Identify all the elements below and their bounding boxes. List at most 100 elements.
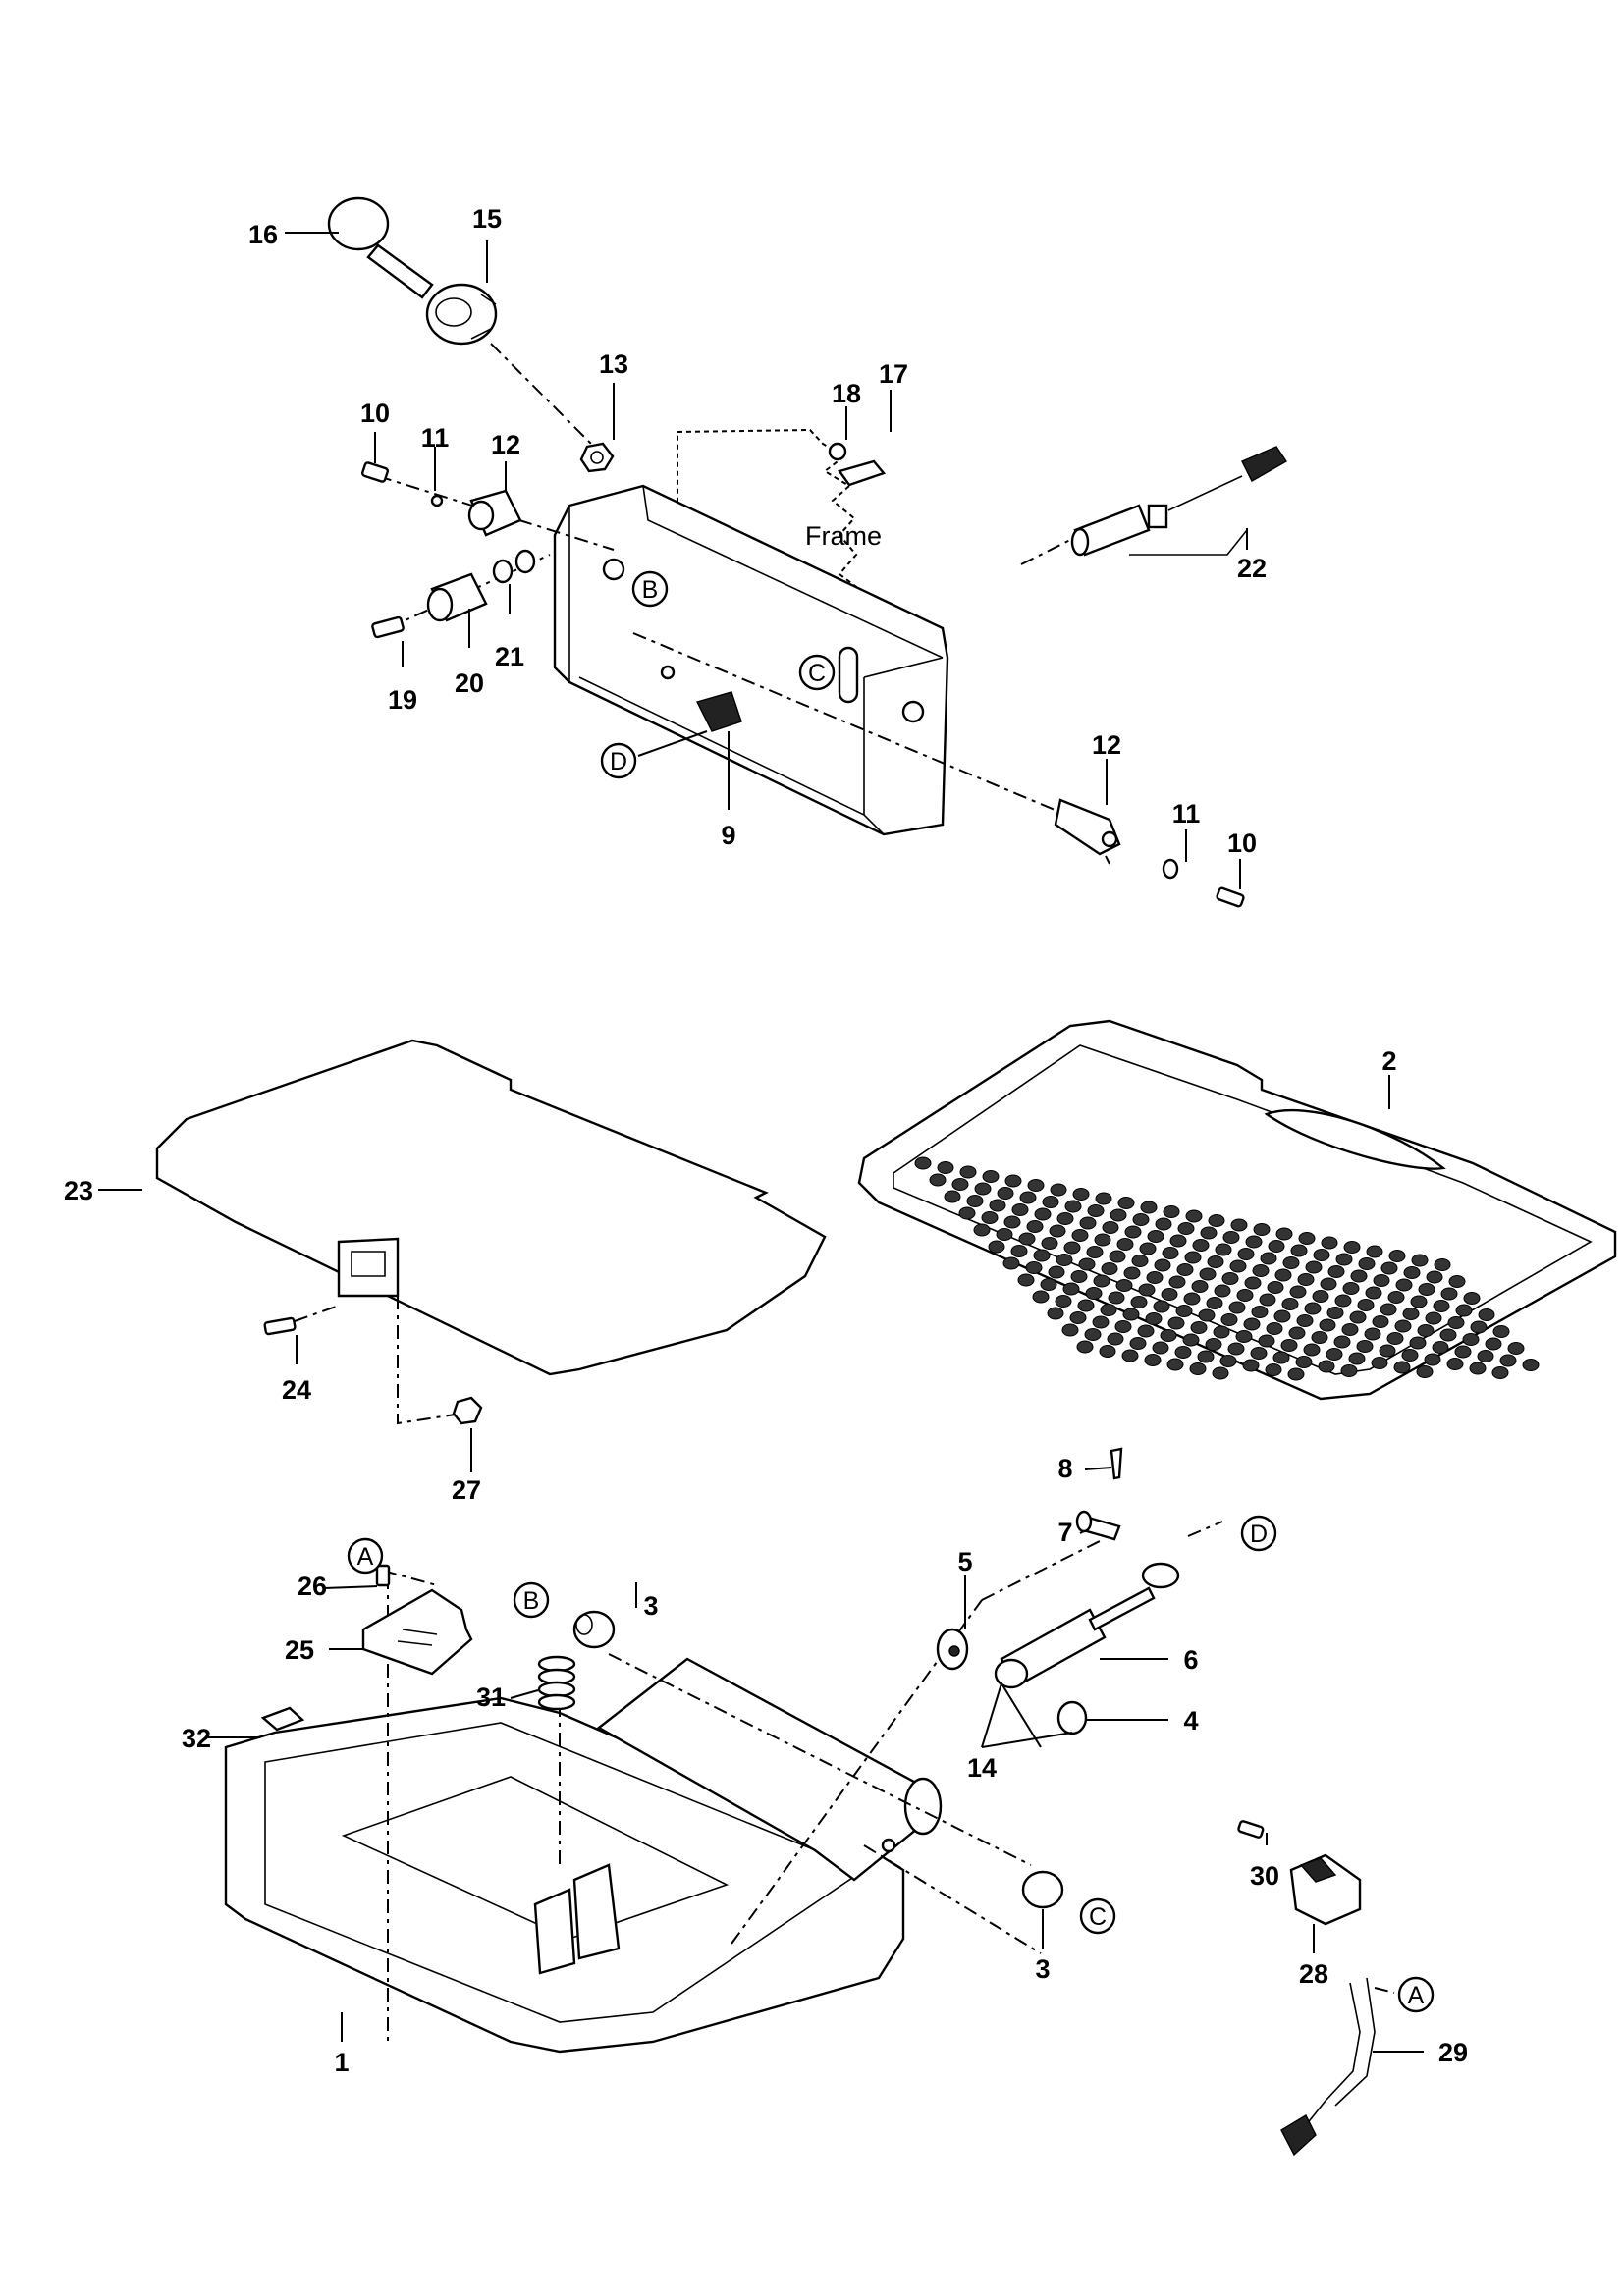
mat-bump (1357, 1299, 1375, 1311)
mat-bump (1034, 1207, 1052, 1221)
cap-4 (1056, 1700, 1088, 1735)
mat-bump (1266, 1322, 1283, 1335)
mat-bump (1047, 1307, 1064, 1320)
label-9: 9 (721, 821, 735, 850)
mat-bump (1027, 1179, 1045, 1192)
mat-bump (1244, 1276, 1262, 1290)
cover-plate-23 (155, 1039, 827, 1376)
svg-text:D: D (1250, 1521, 1268, 1548)
mat-bump (1212, 1366, 1229, 1380)
mat-bump (996, 1228, 1013, 1241)
bushing-3-bottom (1021, 1870, 1064, 1909)
mat-bump (1049, 1224, 1066, 1238)
label-2: 2 (1381, 1046, 1396, 1076)
mat-bump (1078, 1257, 1096, 1271)
label-3-bottom: 3 (1035, 1954, 1050, 1984)
mat-bump (1206, 1297, 1223, 1309)
mat-bump (1025, 1261, 1043, 1274)
mat-bump (1002, 1256, 1020, 1270)
mat-bump (1222, 1231, 1240, 1244)
bracket-body (553, 484, 949, 836)
washer-18 (828, 442, 847, 461)
mat-bump (1198, 1308, 1216, 1322)
mat-bump (1077, 1299, 1095, 1312)
frame-outline (677, 428, 868, 733)
mat-bump (1260, 1252, 1277, 1265)
mat-bump (1041, 1237, 1058, 1250)
mat-bump (1050, 1183, 1067, 1197)
mat-bump (1121, 1349, 1139, 1362)
mat-bump (1219, 1355, 1237, 1367)
mat-bump (1026, 1220, 1044, 1233)
label-10-left: 10 (360, 399, 390, 428)
mat-bump (1213, 1325, 1230, 1339)
mat-bump (1004, 1174, 1022, 1188)
mat-bump (1380, 1261, 1398, 1275)
mat-bump (1402, 1308, 1420, 1320)
mat-bump (1109, 1250, 1126, 1263)
mat-bump (944, 1190, 961, 1203)
mat-bump (1095, 1192, 1112, 1205)
mat-bump (1281, 1298, 1299, 1310)
bolt-17 (838, 459, 887, 487)
label-14: 14 (967, 1753, 997, 1783)
svg-text:A: A (1408, 1982, 1425, 2009)
mat-bump (1160, 1329, 1177, 1342)
label-18: 18 (832, 379, 861, 408)
mat-bump (1379, 1344, 1396, 1358)
mat-bump (1333, 1335, 1351, 1349)
label-23: 23 (64, 1176, 93, 1205)
mat-bump (1296, 1314, 1314, 1327)
harness-29 (1297, 1982, 1361, 2136)
washer-11-right (1162, 858, 1179, 880)
mat-bump (929, 1173, 947, 1187)
label-27: 27 (452, 1475, 481, 1505)
mat-bump (1326, 1348, 1343, 1361)
mat-bump (1507, 1342, 1525, 1355)
mat-bump (1268, 1240, 1285, 1253)
mat-bump (1251, 1306, 1269, 1318)
mat-bump (1056, 1212, 1074, 1225)
mat-bump (1144, 1354, 1162, 1366)
mat-bump (1395, 1278, 1413, 1292)
svg-text:C: C (808, 660, 826, 687)
mat-bump (1197, 1350, 1215, 1363)
mat-bump (958, 1206, 976, 1220)
mat-bump (1033, 1249, 1051, 1262)
handle-lever (425, 283, 498, 346)
label-11-right: 11 (1172, 799, 1201, 828)
label-6: 6 (1183, 1645, 1198, 1675)
mat-bump (1303, 1343, 1321, 1357)
mat-bump (1055, 1295, 1072, 1308)
label-19: 19 (388, 685, 417, 715)
mat-bump (1319, 1318, 1336, 1332)
part-labels: 16 15 13 10 11 12 19 20 21 18 17 22 9 12… (64, 204, 1468, 2077)
mat-bump (1019, 1191, 1037, 1204)
mat-bump (1140, 1201, 1158, 1214)
mat-bump (1131, 1255, 1149, 1267)
mat-bump (1491, 1366, 1509, 1379)
mat-bump (937, 1161, 954, 1174)
mat-bump (973, 1223, 991, 1237)
mat-bump (1265, 1363, 1282, 1376)
mat-bump (1061, 1323, 1079, 1337)
mat-bump (1318, 1360, 1335, 1373)
mat-bump (1189, 1362, 1207, 1375)
mat-bump (1417, 1324, 1435, 1337)
mat-bump (1425, 1311, 1442, 1325)
leader-lines (98, 232, 1424, 2053)
mat-bump (1087, 1204, 1105, 1217)
mat-bump (1477, 1350, 1494, 1362)
mat-bump (1162, 1247, 1179, 1259)
label-30: 30 (1250, 1861, 1279, 1891)
mat-bump (1243, 1317, 1261, 1331)
ref-d-top: D (600, 742, 637, 779)
mat-bump (1290, 1244, 1308, 1257)
mat-bump (1320, 1277, 1337, 1291)
nut (579, 442, 615, 473)
mat-bump (1230, 1218, 1248, 1232)
mat-bump (1107, 1332, 1124, 1346)
mat-bump (1356, 1340, 1374, 1353)
mat-bump (1321, 1236, 1338, 1250)
mat-bump (989, 1199, 1006, 1212)
